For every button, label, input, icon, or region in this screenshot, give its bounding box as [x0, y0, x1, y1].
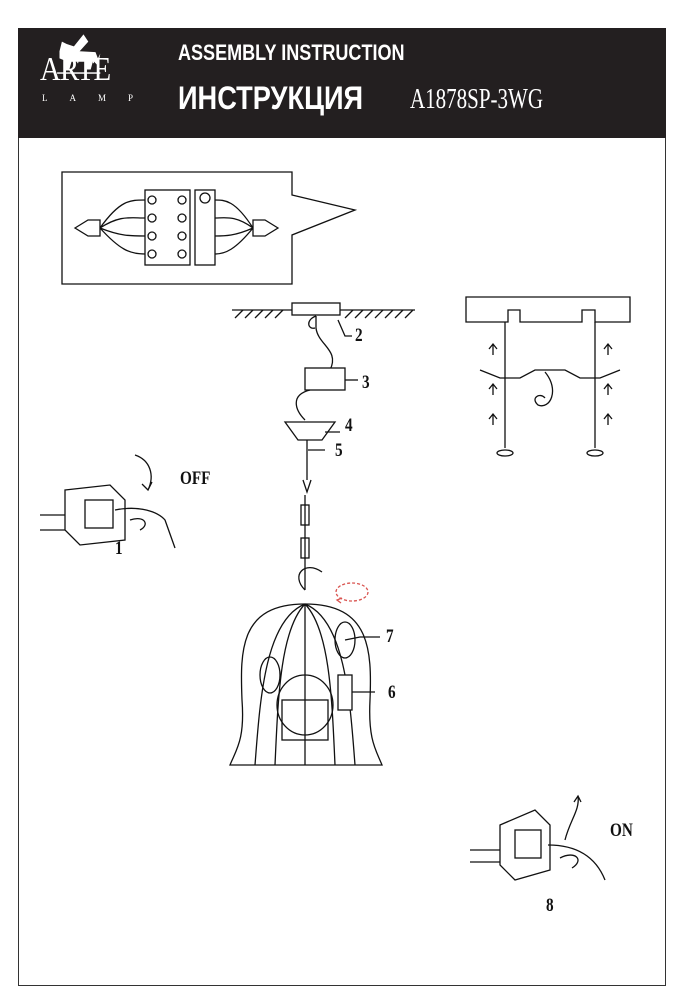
- part-4-label: 4: [345, 415, 353, 436]
- birdcage-shade: [229, 603, 383, 766]
- mounting-bracket-diagram: [465, 296, 631, 457]
- part-3-label: 3: [362, 372, 370, 393]
- part-7-label: 7: [386, 626, 394, 647]
- winged-lion-logo-icon: [57, 34, 101, 74]
- step-8-label: 8: [546, 895, 554, 916]
- rotate-arrow-icon: [335, 582, 369, 604]
- part-6-label: 6: [388, 682, 396, 703]
- wall-switch-on-icon: [470, 794, 606, 881]
- title-russian: ИНСТРУКЦИЯ: [178, 80, 364, 116]
- ceiling-mount: [232, 302, 415, 591]
- part-5-label: 5: [335, 440, 343, 461]
- part-2-label: 2: [355, 325, 363, 346]
- wiring-diagram: [61, 171, 358, 285]
- brand-name: ARTE: [40, 51, 111, 88]
- step-1-label: 1: [115, 538, 123, 559]
- brand-subtitle: LAMP: [42, 93, 156, 103]
- on-label: ON: [610, 820, 633, 841]
- header-bar: [18, 28, 666, 138]
- wall-switch-off-icon: [40, 454, 176, 549]
- title-english: ASSEMBLY INSTRUCTION: [178, 40, 405, 65]
- model-number: A1878SP-3WG: [410, 84, 544, 115]
- off-label: OFF: [180, 468, 211, 489]
